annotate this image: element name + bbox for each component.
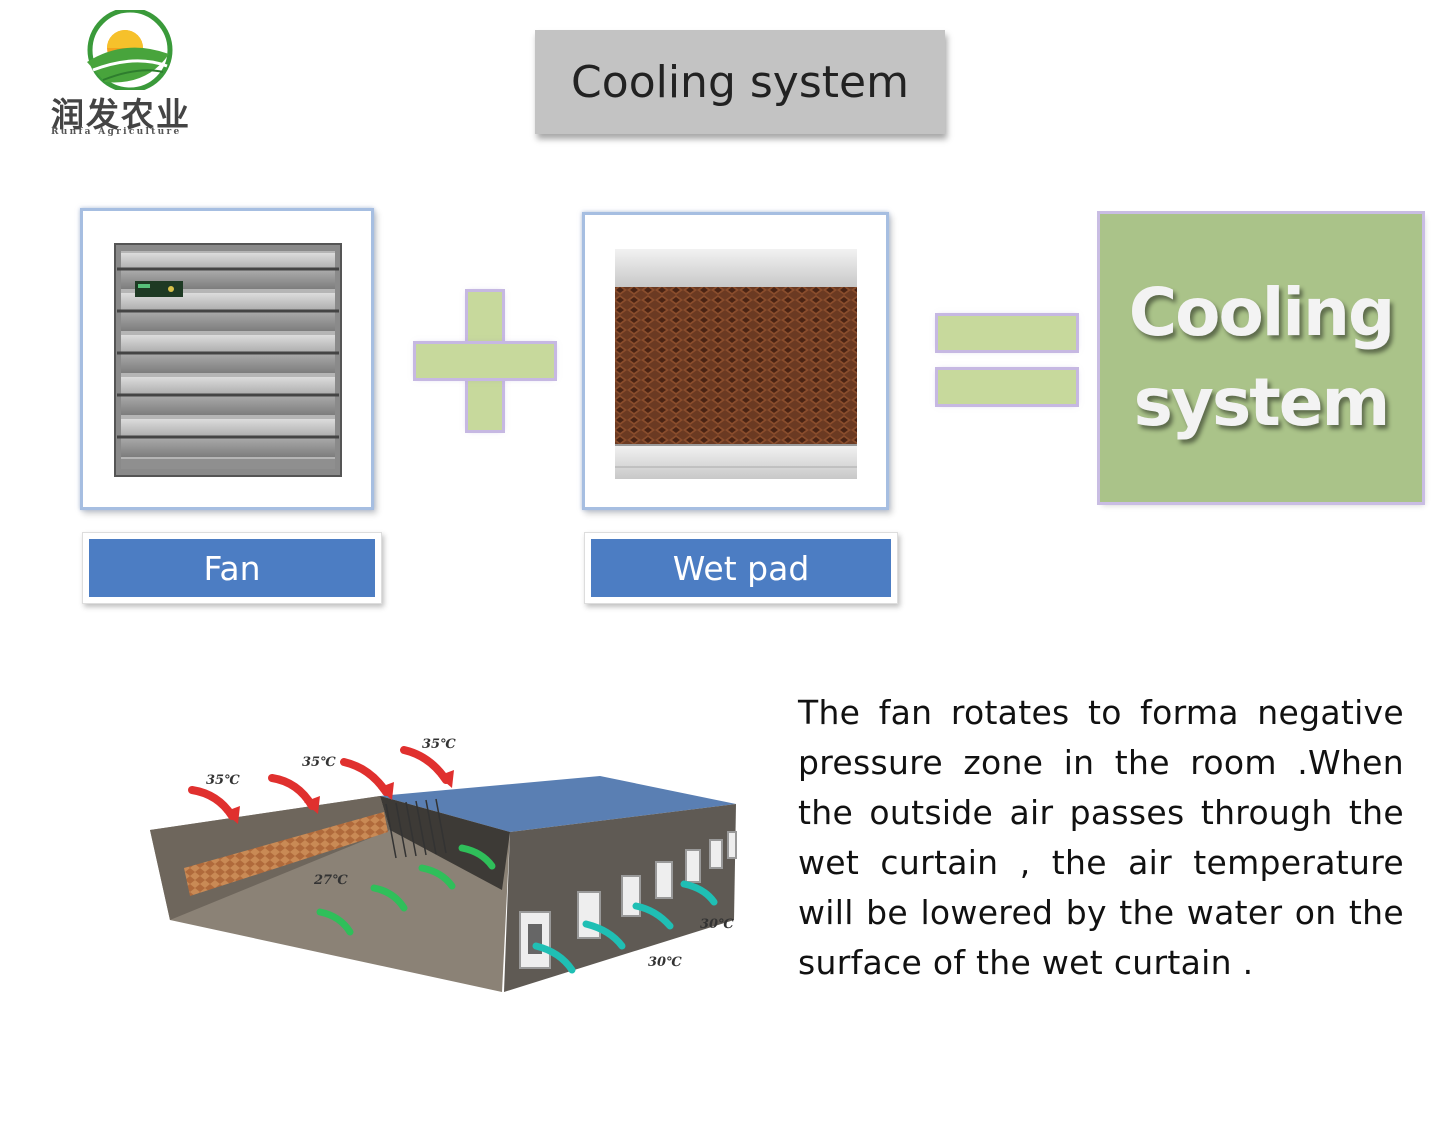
result-text: Cooling system [1128, 268, 1396, 448]
roof [380, 776, 736, 832]
airflow-diagram: 35℃ 35℃ 35℃ 27℃ 30℃ 30℃ [150, 737, 737, 992]
plus-sign-center [468, 344, 502, 378]
temp-label: 30℃ [648, 955, 682, 970]
inner-shadow [380, 796, 510, 890]
company-logo: 润发农业 Runfa Agriculture [45, 7, 220, 140]
equals-sign-bottom [938, 370, 1076, 404]
wet-pad-strip [184, 812, 388, 896]
exhaust-arrows [532, 880, 718, 974]
temp-label: 35℃ [302, 755, 336, 770]
wet-pad-label-box: Wet pad [584, 532, 898, 604]
wet-pad-image [615, 249, 857, 479]
title-banner: Cooling system [535, 30, 945, 134]
logo-emblem [87, 7, 173, 93]
logo-text-english: Runfa Agriculture [51, 127, 182, 137]
result-box: Cooling system [1100, 214, 1422, 502]
fan-image [114, 243, 342, 477]
logo-text-chinese: 润发农业 [51, 95, 191, 134]
result-line-2: system [1133, 364, 1391, 441]
temp-label: 35℃ [206, 773, 240, 788]
result-line-1: Cooling [1128, 274, 1396, 351]
wet-pad-label: Wet pad [591, 539, 891, 597]
temp-label: 30℃ [700, 917, 734, 932]
fan-label-box: Fan [82, 532, 382, 604]
description-text: The fan rotates to forma negative pressu… [798, 693, 1404, 982]
wet-pad-image-frame [582, 212, 889, 510]
equals-sign-top [938, 316, 1076, 350]
temp-label: 35℃ [422, 737, 456, 752]
temp-label: 27℃ [313, 873, 348, 888]
page-title: Cooling system [571, 56, 909, 108]
fan-image-frame [80, 208, 374, 510]
cool-air-arrows [316, 844, 496, 936]
fan-wall [504, 804, 736, 992]
fan-label: Fan [89, 539, 375, 597]
